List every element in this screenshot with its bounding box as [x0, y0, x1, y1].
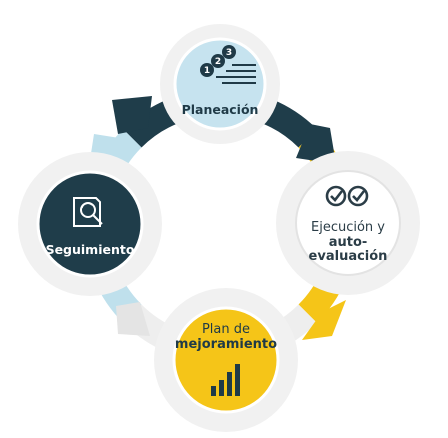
numbered-list-icon: 3 2 1 — [200, 45, 256, 84]
bar-chart-icon — [211, 364, 240, 396]
step-plan-label-line2: mejoramiento — [174, 337, 278, 352]
node-core-planeacion — [173, 37, 267, 131]
step-planeacion: Planeación — [178, 42, 262, 126]
arrow-head-top-left — [112, 96, 152, 134]
document-search-icon — [73, 197, 103, 227]
step-ejecucion-label-line2: auto- — [328, 234, 368, 250]
arrow-head-bottom-left — [116, 302, 150, 336]
arrow-head-bottom-right — [302, 300, 346, 340]
arrow-head-right — [296, 124, 336, 164]
node-core-seguimiento — [36, 170, 144, 278]
step-plan-label-line1: Plan de — [201, 322, 251, 338]
badge-3: 3 — [226, 48, 232, 58]
node-core-plan — [172, 306, 280, 414]
badge-2: 2 — [215, 57, 221, 67]
node-core-ejecucion — [295, 170, 401, 276]
step-ejecucion-label-line3: evaluación — [308, 249, 388, 265]
badge-1: 1 — [204, 66, 210, 76]
step-ejecucion-label-line1: Ejecución y — [311, 219, 385, 235]
step-ejecucion: Ejecución y auto- evaluación — [298, 173, 398, 273]
step-planeacion-label: Planeación — [181, 101, 259, 117]
check-circles-icon — [325, 185, 369, 207]
step-plan-mejoramiento: Plan de mejoramiento — [174, 310, 278, 410]
step-seguimiento-label: Seguimiento — [45, 241, 135, 257]
step-seguimiento: Seguimiento — [40, 174, 140, 274]
